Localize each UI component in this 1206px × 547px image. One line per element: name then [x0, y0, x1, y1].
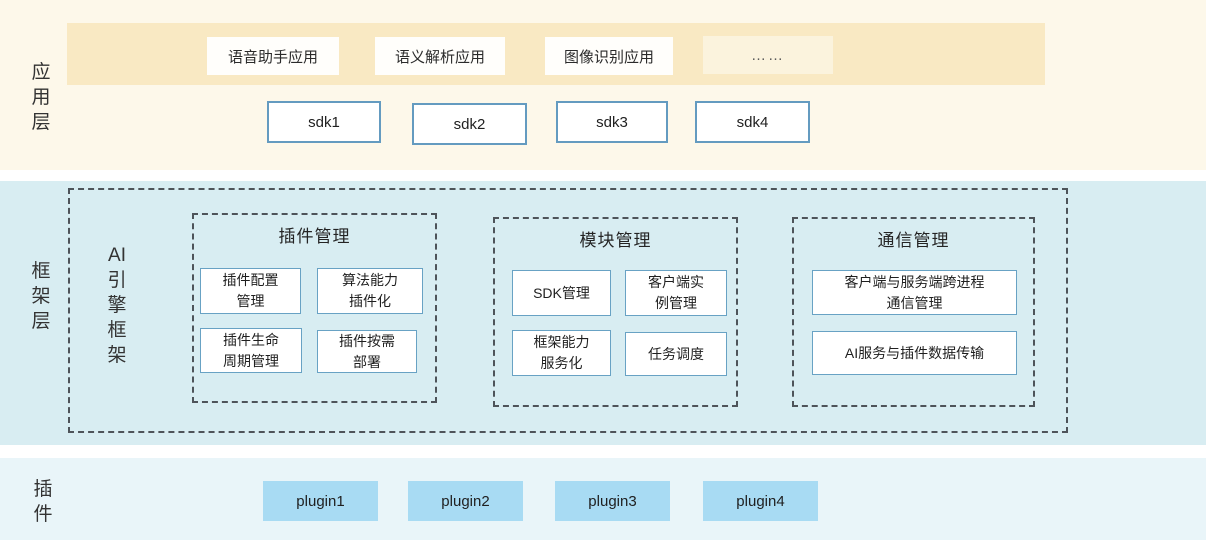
- app-box-semantic-parsing: 语义解析应用: [375, 37, 505, 75]
- group-module-management-title: 模块管理: [579, 231, 652, 250]
- sdk-box-2: sdk2: [412, 103, 527, 145]
- group-plugin-management: [192, 213, 437, 403]
- app-box-ellipsis: ……: [703, 36, 833, 74]
- sdk-box-4: sdk4: [695, 101, 810, 143]
- application-layer-label: 应 用 层: [31, 62, 51, 134]
- framework-layer-label: 框 架 层: [31, 261, 51, 333]
- plugin-box-4: plugin4: [703, 481, 818, 521]
- plugin-box-1: plugin1: [263, 481, 378, 521]
- sdk-box-3: sdk3: [556, 101, 668, 143]
- group-module-management: [493, 217, 738, 407]
- item-task-scheduling: 任务调度: [625, 332, 727, 376]
- item-algorithm-capability-pluginization: 算法能力 插件化: [317, 268, 423, 314]
- sdk-box-1: sdk1: [267, 101, 381, 143]
- item-ai-service-plugin-data-transfer: AI服务与插件数据传输: [812, 331, 1017, 375]
- group-plugin-management-title: 插件管理: [278, 227, 351, 246]
- group-communication-management-title: 通信管理: [877, 231, 950, 250]
- plugin-box-3: plugin3: [555, 481, 670, 521]
- item-framework-capability-servicization: 框架能力 服务化: [512, 330, 611, 376]
- plugin-box-2: plugin2: [408, 481, 523, 521]
- item-plugin-on-demand-deployment: 插件按需 部署: [317, 330, 417, 373]
- item-plugin-lifecycle-management: 插件生命 周期管理: [200, 328, 302, 373]
- item-plugin-config-management: 插件配置 管理: [200, 268, 301, 314]
- group-communication-management: [792, 217, 1035, 407]
- item-client-server-cross-process-communication: 客户端与服务端跨进程 通信管理: [812, 270, 1017, 315]
- item-sdk-management: SDK管理: [512, 270, 611, 316]
- ai-engine-framework-container: [68, 188, 1068, 433]
- ai-engine-framework-label: AI 引 擎 框 架: [107, 245, 127, 367]
- app-box-image-recognition: 图像识别应用: [545, 37, 673, 75]
- app-box-voice-assistant: 语音助手应用: [207, 37, 339, 75]
- plugin-layer-label: 插 件: [33, 479, 53, 526]
- item-client-instance-management: 客户端实 例管理: [625, 270, 727, 316]
